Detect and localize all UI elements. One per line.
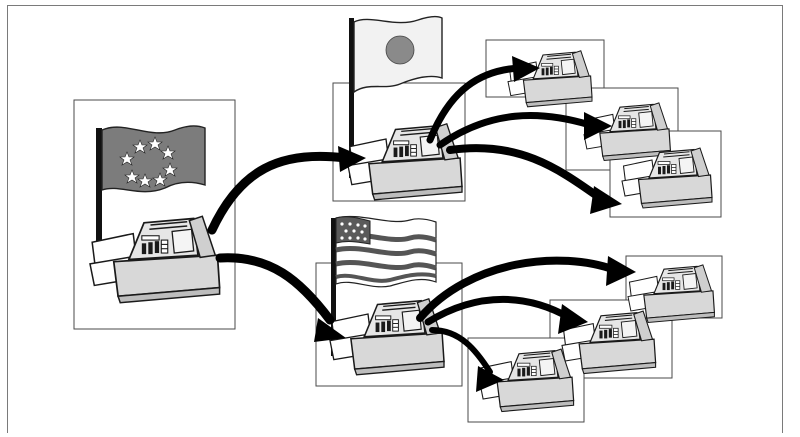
curved-arrow-icon — [429, 327, 493, 375]
japan-flag — [349, 15, 443, 178]
curved-arrow-icon — [436, 111, 594, 149]
fax-machine-icon — [89, 215, 221, 304]
eu-flag-cloth — [101, 125, 206, 193]
eu-flag-pole — [96, 128, 102, 248]
arrowhead-icon — [512, 56, 540, 82]
curved-arrow-icon — [416, 256, 619, 322]
arrowhead-icon — [584, 112, 612, 140]
arrowhead-icon — [606, 256, 636, 286]
curved-arrow-icon — [446, 144, 604, 202]
arrows — [207, 64, 619, 375]
arrowhead-icon — [314, 318, 346, 342]
eu-flag — [96, 125, 206, 248]
arrowhead-icon — [590, 186, 622, 214]
frame-source — [73, 99, 236, 330]
arrowhead-icon — [338, 146, 366, 172]
japan-flag-disc — [385, 35, 415, 65]
curved-arrow-icon — [207, 151, 350, 235]
eu-stars — [119, 136, 178, 188]
usa-flag — [331, 215, 437, 356]
arrowhead-icon — [558, 304, 588, 334]
arrowhead-icon — [476, 366, 504, 392]
usa-flag-stars — [340, 222, 367, 241]
curved-arrow-icon — [424, 295, 574, 326]
diagram-border — [7, 5, 783, 433]
arrowheads — [314, 56, 636, 392]
curved-arrow-icon — [426, 64, 524, 144]
fax-machine-icon — [347, 123, 463, 201]
curved-arrow-icon — [215, 253, 335, 325]
japan-flag-pole — [349, 18, 354, 178]
usa-flag-pole — [331, 218, 336, 356]
